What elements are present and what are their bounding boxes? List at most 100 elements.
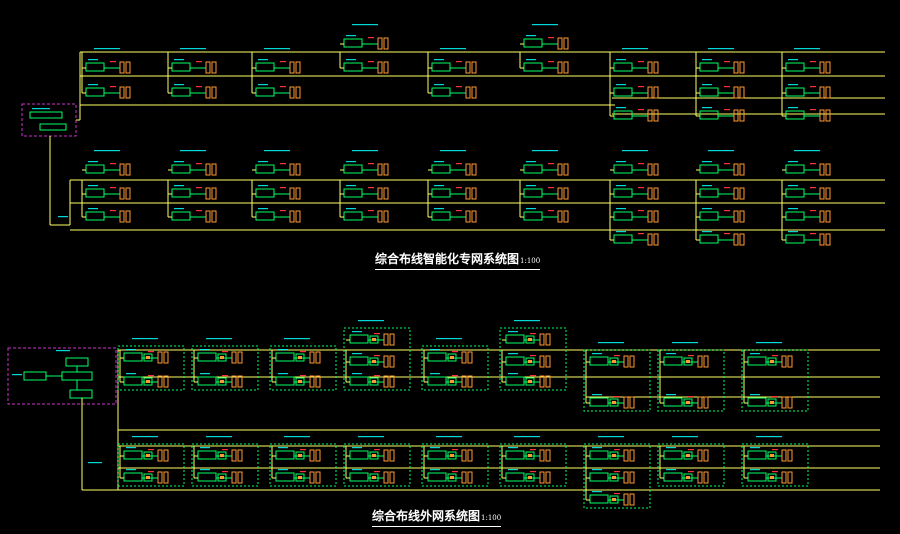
device-face — [612, 360, 616, 363]
status-marker — [300, 471, 306, 473]
device-outlet — [309, 471, 315, 484]
switch-box — [699, 234, 719, 244]
device-outlet — [825, 210, 831, 223]
unit-label — [278, 469, 288, 471]
switch-box — [431, 188, 451, 198]
device-outlet — [697, 449, 703, 462]
core-switch — [29, 111, 63, 119]
device-outlet — [781, 449, 787, 462]
node-label — [598, 436, 624, 438]
device-outlet — [563, 210, 569, 223]
device-outlet — [119, 163, 125, 176]
node-label — [672, 342, 698, 344]
device-outlet — [539, 333, 545, 346]
switch-box — [505, 356, 525, 366]
unit-label — [616, 107, 626, 109]
device-outlet — [315, 375, 321, 388]
device-outlet — [697, 396, 703, 409]
unit-label — [702, 185, 712, 187]
patch-panel — [217, 473, 227, 482]
device-face — [450, 380, 454, 383]
device-face — [146, 476, 150, 479]
node-frame — [421, 443, 489, 487]
unit-label — [616, 185, 626, 187]
device-outlet — [383, 37, 389, 50]
switch-box — [613, 211, 633, 221]
status-marker — [810, 109, 816, 111]
status-marker — [452, 375, 458, 377]
status-marker — [280, 61, 286, 63]
status-marker — [810, 210, 816, 212]
switch-box — [523, 188, 543, 198]
device-outlet — [383, 355, 389, 368]
switch-box — [431, 211, 451, 221]
unit-label — [702, 208, 712, 210]
status-marker — [772, 355, 778, 357]
device-outlet — [315, 471, 321, 484]
node-label — [132, 338, 158, 340]
patch-panel — [683, 473, 693, 482]
unit-label — [278, 349, 288, 351]
bottom-diagram-scale: 1:100 — [481, 514, 502, 522]
status-marker — [638, 61, 644, 63]
device-outlet — [377, 37, 383, 50]
switch-box — [123, 472, 143, 482]
status-marker — [456, 86, 462, 88]
node-label — [132, 436, 158, 438]
status-marker — [724, 109, 730, 111]
node-label — [284, 338, 310, 340]
unit-label — [526, 185, 536, 187]
device-face — [528, 360, 532, 363]
device-outlet — [647, 210, 653, 223]
switch-box — [349, 376, 369, 386]
status-marker — [724, 86, 730, 88]
status-marker — [148, 351, 154, 353]
status-marker — [110, 61, 116, 63]
top-diagram-scale: 1:100 — [520, 257, 541, 265]
patch-panel — [295, 377, 305, 386]
status-marker — [280, 163, 286, 165]
status-marker — [368, 61, 374, 63]
bottom-diagram-title: 综合布线外网系统图1:100 — [372, 507, 502, 527]
device-outlet — [653, 187, 659, 200]
patch-panel — [295, 473, 305, 482]
device-outlet — [125, 163, 131, 176]
device-outlet — [733, 210, 739, 223]
unit-label — [526, 208, 536, 210]
node-label — [532, 24, 558, 26]
bottom-diagram-core-cabinet — [7, 347, 118, 491]
switch-box — [343, 211, 363, 221]
device-face — [298, 476, 302, 479]
device-outlet — [545, 471, 551, 484]
status-marker — [810, 233, 816, 235]
switch-box — [197, 472, 217, 482]
patch-panel — [609, 451, 619, 460]
node-frame — [499, 327, 567, 391]
status-marker — [196, 86, 202, 88]
device-outlet — [825, 109, 831, 122]
unit-label — [750, 469, 760, 471]
switch-box — [255, 62, 275, 72]
device-face — [450, 356, 454, 359]
switch-box — [699, 62, 719, 72]
cabinet-label — [56, 350, 70, 352]
device-outlet — [125, 187, 131, 200]
switch-box — [427, 472, 447, 482]
device-outlet — [309, 449, 315, 462]
device-outlet — [647, 163, 653, 176]
status-marker — [374, 355, 380, 357]
device-outlet — [647, 61, 653, 74]
status-marker — [374, 333, 380, 335]
device-outlet — [315, 449, 321, 462]
unit-label — [702, 59, 712, 61]
switch-box — [171, 62, 191, 72]
device-outlet — [383, 333, 389, 346]
status-marker — [772, 396, 778, 398]
device-face — [450, 454, 454, 457]
device-face — [686, 401, 690, 404]
device-outlet — [539, 355, 545, 368]
status-marker — [810, 86, 816, 88]
node-label — [94, 48, 120, 50]
status-marker — [530, 355, 536, 357]
device-outlet — [383, 375, 389, 388]
